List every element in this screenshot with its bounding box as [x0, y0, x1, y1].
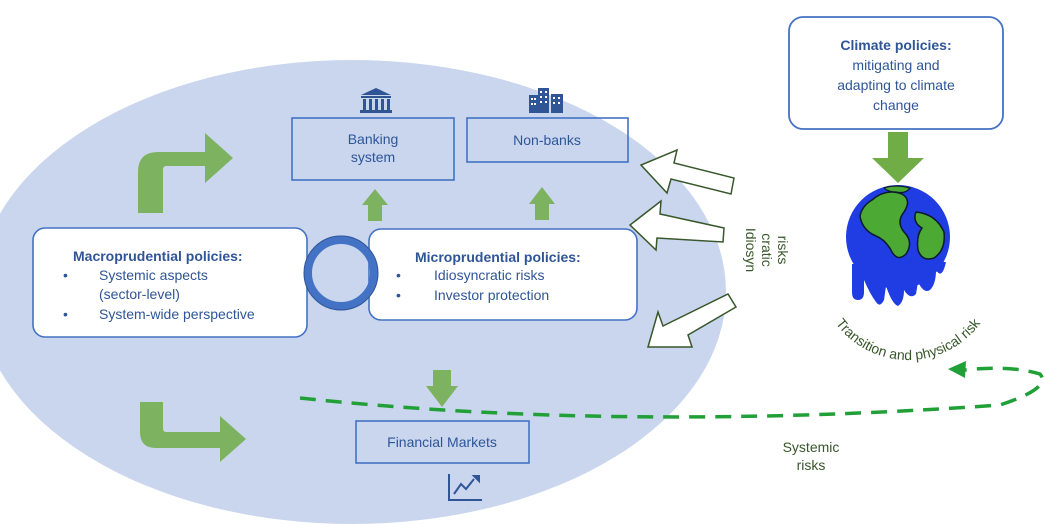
bank-building-icon — [360, 88, 392, 113]
climate-policies-line1: mitigating and — [852, 57, 939, 73]
micro-item-2: Investor protection — [434, 287, 549, 303]
micro-item-1: Idiosyncratic risks — [434, 267, 544, 283]
svg-text:Idiosyn: Idiosyn — [743, 228, 759, 272]
macro-item-2: System-wide perspective — [99, 306, 255, 322]
climate-policies-box — [788, 16, 1004, 130]
macro-bullet-2: • — [63, 306, 68, 322]
systemic-risk-dashed-path — [299, 366, 1044, 419]
banking-system-box — [291, 117, 455, 181]
ring-outline — [303, 235, 379, 311]
systemic-risks-line2: risks — [797, 457, 826, 473]
macro-to-banks-arrow — [138, 133, 233, 213]
micro-title: Microprudential policies: — [415, 249, 581, 265]
micro-to-nonbanks-arrow — [529, 187, 555, 220]
micro-bullet-2: • — [396, 287, 401, 303]
non-banks-label: Non-banks — [513, 132, 581, 148]
climate-policies-line3: change — [873, 97, 919, 113]
non-banks-box — [466, 117, 629, 163]
financial-markets-label: Financial Markets — [387, 434, 497, 450]
climate-down-arrow — [872, 132, 924, 183]
idiosyncratic-risks-label: Idiosyn cratic risks — [743, 228, 791, 272]
banking-system-line2: system — [351, 149, 395, 165]
svg-text:risks: risks — [775, 236, 791, 265]
macro-micro-link-ring — [304, 236, 378, 310]
banking-system-line1: Banking — [348, 131, 399, 147]
transition-physical-risk-label: Transition and physical risk — [833, 314, 984, 363]
to-markets-arrow — [426, 370, 458, 407]
micro-to-banking-arrow — [362, 189, 388, 221]
macro-item-1: Systemic aspects — [99, 267, 208, 283]
line-chart-icon — [448, 474, 482, 501]
idiosyncratic-arrow-bottom — [647, 293, 738, 348]
macro-to-markets-arrow — [140, 402, 246, 462]
systemic-risks-line1: Systemic — [783, 439, 840, 455]
earth-globe-icon — [846, 185, 950, 306]
macro-bullet-1: • — [63, 267, 68, 283]
idiosyncratic-arrow-middle — [628, 199, 725, 252]
macro-title: Macroprudential policies: — [73, 248, 243, 264]
idiosyncratic-arrow-top — [639, 148, 735, 195]
systemic-risk-arrowhead — [948, 361, 966, 378]
microprudential-box — [368, 228, 638, 321]
financial-markets-box — [355, 420, 530, 464]
macro-item-1b: (sector-level) — [99, 286, 180, 302]
svg-text:cratic: cratic — [759, 233, 775, 266]
climate-policies-title: Climate policies: — [840, 37, 951, 53]
city-buildings-icon — [529, 88, 563, 113]
climate-policies-line2: adapting to climate — [837, 77, 955, 93]
micro-bullet-1: • — [396, 267, 401, 283]
